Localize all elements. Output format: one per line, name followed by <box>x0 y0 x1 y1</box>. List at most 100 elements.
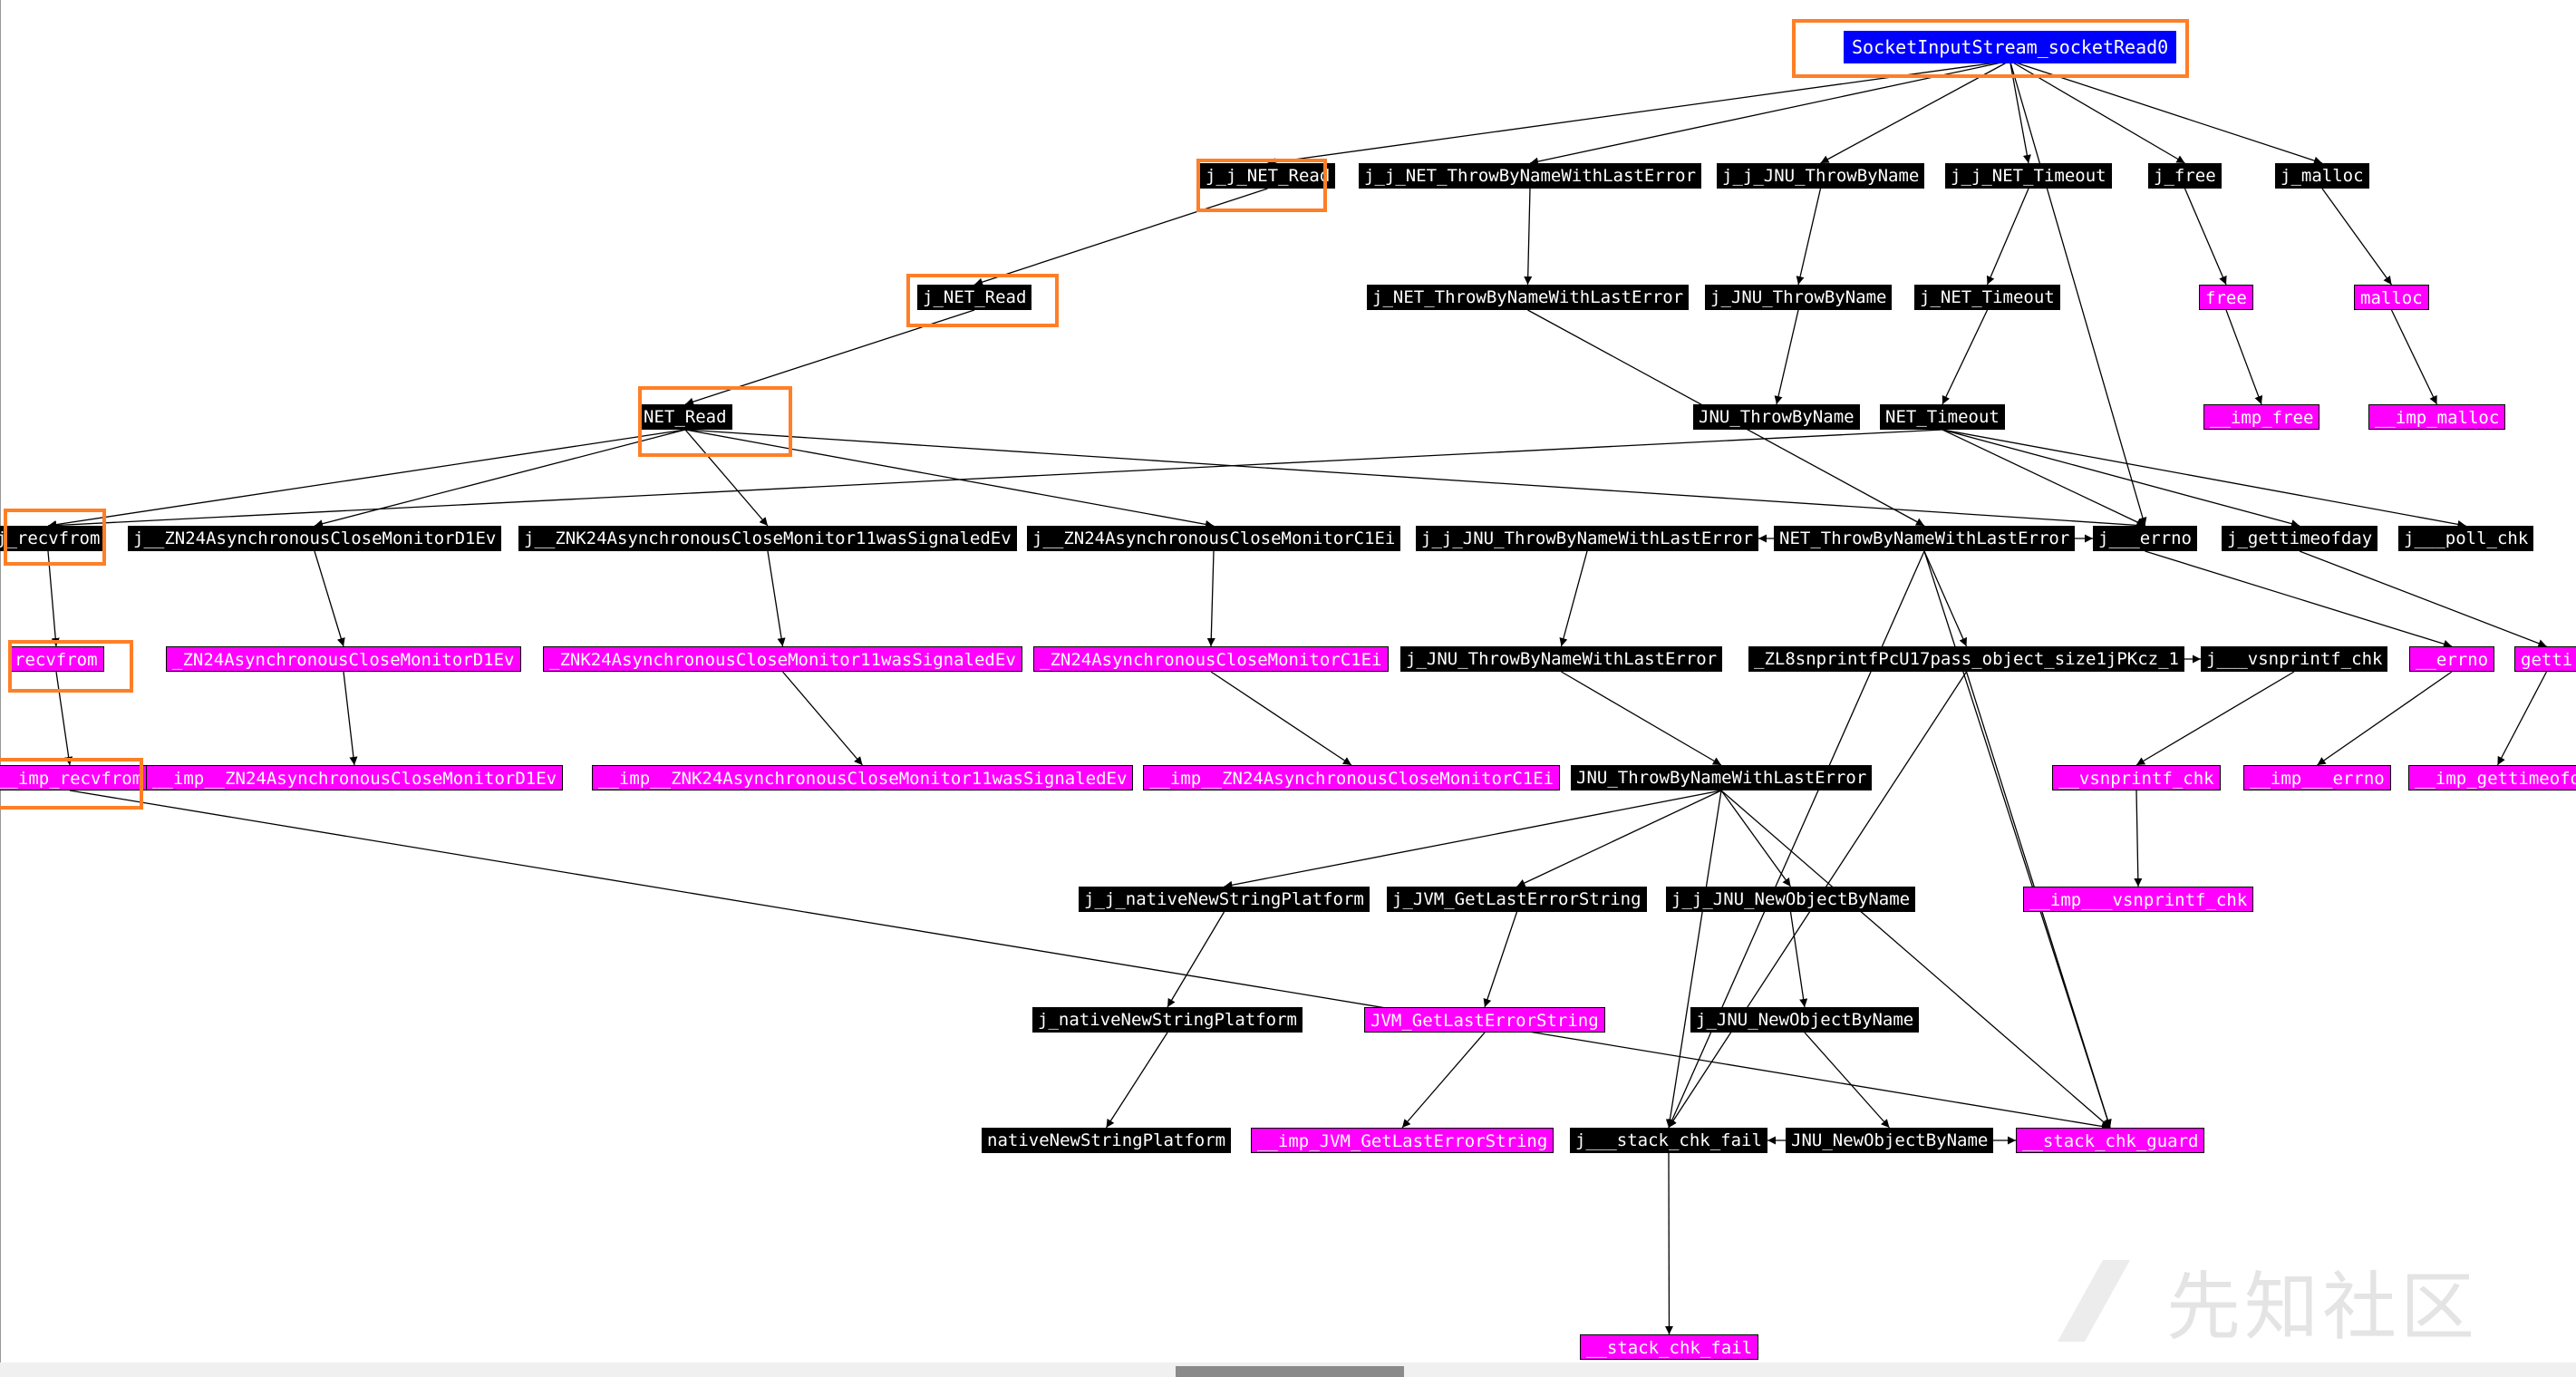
node-stack-chk-guard[interactable]: __stack_chk_guard <box>2016 1128 2205 1153</box>
edge-jD1-to-D1 <box>314 550 345 647</box>
node-vsnprintf-chk[interactable]: __vsnprintf_chk <box>2052 765 2221 790</box>
node-j-jnu-throwbyname[interactable]: j_JNU_ThrowByName <box>1705 285 1893 310</box>
edge-jNETRead-to-NETRead <box>684 309 975 406</box>
node-znk24asynchronousclosemonitor11wassignaledev[interactable]: _ZNK24AsynchronousCloseMonitor11wasSigna… <box>543 646 1022 672</box>
node-j-nativenewstringplatform[interactable]: j_nativeNewStringPlatform <box>1032 1007 1303 1033</box>
edge-root-to-jjJNUThrow <box>1820 60 2010 164</box>
edge-NETTimeout-to-jpoll <box>1942 429 2466 528</box>
edge-errno-to-imperrno <box>2317 671 2453 766</box>
node-errno[interactable]: __errno <box>2409 646 2495 672</box>
node-socketinputstream-socketread0[interactable]: SocketInputStream_socketRead0 <box>1843 31 2177 63</box>
node-imp-vsnprintf-chk[interactable]: __imp___vsnprintf_chk <box>2023 887 2254 912</box>
horizontal-scrollbar-thumb[interactable] <box>1176 1366 1404 1377</box>
edge-jerrno-to-errno <box>2145 550 2453 648</box>
edge-root-to-jjNETTimeout <box>2009 60 2031 164</box>
canvas-left-border <box>0 0 1 1377</box>
node-j-poll-chk[interactable]: j___poll_chk <box>2398 526 2534 551</box>
edge-root-to-jjNETThrowLast <box>1529 60 2010 166</box>
node-j-znk24asynchronousclosemonitor11wassignaledev[interactable]: j__ZNK24AsynchronousCloseMonitor11wasSig… <box>518 526 1017 551</box>
node-imp-znk24asynchronousclosemonitor11wassignaledev[interactable]: __imp__ZNK24AsynchronousCloseMonitor11wa… <box>592 765 1134 790</box>
edge-free-to-impfree <box>2225 309 2263 405</box>
edge-jvsn-to-vsn <box>2135 671 2295 766</box>
node-j-net-throwbynamewithlasterror[interactable]: j_NET_ThrowByNameWithLastError <box>1367 285 1690 310</box>
node-j-vsnprintf-chk[interactable]: j___vsnprintf_chk <box>2201 646 2388 672</box>
node-j-j-net-throwbynamewithlasterror[interactable]: j_j_NET_ThrowByNameWithLastError <box>1359 163 1702 189</box>
edge-JNUThrowLast-to-guard <box>1720 790 2111 1129</box>
node-j-zn24asynchronousclosemonitord1ev[interactable]: j__ZN24AsynchronousCloseMonitorD1Ev <box>128 526 502 551</box>
edge-vsn-to-impvsn <box>2134 790 2143 887</box>
node-net-read[interactable]: NET_Read <box>638 404 732 430</box>
edge-jnative-to-native <box>1105 1032 1168 1129</box>
edge-malloc-to-impmalloc <box>2390 309 2438 405</box>
node-gettimeofday[interactable]: getti <box>2514 646 2576 672</box>
node-j-free[interactable]: j_free <box>2148 163 2222 189</box>
node-j-j-net-timeout[interactable]: j_j_NET_Timeout <box>1945 163 2112 189</box>
edge-getti-to-impgettime <box>2496 671 2548 766</box>
edge-jjJNUThrowLast-to-jJNUThrowLast <box>1559 550 1588 647</box>
edge-NETRead-to-jWas <box>684 429 769 527</box>
edge-jstack-to-stackfail <box>1664 1152 1674 1335</box>
node-imp-malloc[interactable]: __imp_malloc <box>2368 404 2506 430</box>
node-imp-gettimeofday[interactable]: __imp_gettimeofd <box>2408 765 2576 790</box>
node-j-stack-chk-fail[interactable]: j___stack_chk_fail <box>1570 1128 1767 1153</box>
node-j-j-jnu-throwbynamewithlasterror[interactable]: j_j_JNU_ThrowByNameWithLastError <box>1416 526 1759 551</box>
edge-JVMGet-to-impJVMGet <box>1401 1032 1486 1129</box>
node-net-timeout[interactable]: NET_Timeout <box>1880 404 2005 430</box>
node-jvm-getlasterrorstring[interactable]: JVM_GetLastErrorString <box>1364 1007 1605 1033</box>
edge-root-to-jjNETRead <box>1267 60 2010 167</box>
edge-jjNETRead-to-jNETRead <box>973 188 1268 286</box>
node-zn24asynchronousclosemonitord1ev[interactable]: _ZN24AsynchronousCloseMonitorD1Ev <box>166 646 521 672</box>
edge-NETTimeout-to-jgettime <box>1942 429 2300 528</box>
edge-NETRead-to-jC1 <box>684 429 1215 528</box>
node-j-recvfrom[interactable]: j_recvfrom <box>0 526 106 551</box>
node-j-jvm-getlasterrorstring[interactable]: j_JVM_GetLastErrorString <box>1387 887 1647 912</box>
node-j-jnu-throwbynamewithlasterror[interactable]: j_JNU_ThrowByNameWithLastError <box>1400 646 1723 672</box>
edge-jJNUThrowLast-to-JNUThrowLast <box>1561 671 1722 766</box>
node-net-throwbynamewithlasterror[interactable]: NET_ThrowByNameWithLastError <box>1774 526 2076 551</box>
watermark-text: 先知社区 <box>2166 1265 2479 1351</box>
node-imp-errno[interactable]: __imp___errno <box>2243 765 2391 790</box>
node-j-j-jnu-throwbyname[interactable]: j_j_JNU_ThrowByName <box>1717 163 1925 189</box>
node-j-jnu-newobjectbyname[interactable]: j_JNU_NewObjectByName <box>1690 1007 1920 1033</box>
edge-JNUThrowLast-to-jjnative <box>1224 790 1722 889</box>
watermark-logo-icon <box>2058 1260 2130 1342</box>
node-jnu-newobjectbyname[interactable]: JNU_NewObjectByName <box>1786 1128 1994 1153</box>
edge-jC1-to-C1 <box>1206 550 1215 647</box>
edge-imprecvfrom-to-guard <box>69 790 2111 1131</box>
edge-jjJNUNew-to-jJNUNew <box>1789 911 1808 1008</box>
edge-NETThrowLast-to-guard <box>1923 550 2112 1129</box>
edge-NETThrowLast-to-ZL8 <box>1923 550 1968 647</box>
node-imp-zn24asynchronousclosemonitord1ev[interactable]: __imp__ZN24AsynchronousCloseMonitorD1Ev <box>146 765 564 790</box>
node-imp-recvfrom[interactable]: __imp_recvfrom <box>0 765 150 790</box>
node-j-gettimeofday[interactable]: j_gettimeofday <box>2222 526 2378 551</box>
node-j-j-jnu-newobjectbyname[interactable]: j_j_JNU_NewObjectByName <box>1666 887 1916 912</box>
edge-jJNUThrow-to-JNUThrow <box>1774 309 1799 405</box>
node-stack-chk-fail[interactable]: __stack_chk_fail <box>1580 1334 1759 1360</box>
node-zn24asynchronousclosemonitorc1ei[interactable]: _ZN24AsynchronousCloseMonitorC1Ei <box>1033 646 1389 672</box>
edge-D1-to-impD1 <box>343 671 358 766</box>
node-recvfrom[interactable]: recvfrom <box>8 646 104 672</box>
node-j-net-read[interactable]: j_NET_Read <box>917 285 1032 310</box>
node-j-net-timeout[interactable]: j_NET_Timeout <box>1914 285 2060 310</box>
node-imp-zn24asynchronousclosemonitorc1ei[interactable]: __imp__ZN24AsynchronousCloseMonitorC1Ei <box>1143 765 1561 790</box>
edge-root-to-jmalloc <box>2009 60 2323 165</box>
node-jnu-throwbynamewithlasterror[interactable]: JNU_ThrowByNameWithLastError <box>1571 765 1873 790</box>
edge-jfree-to-free <box>2184 188 2227 286</box>
node-nativenewstringplatform[interactable]: nativeNewStringPlatform <box>982 1128 1232 1153</box>
node-malloc[interactable]: malloc <box>2354 285 2429 310</box>
edge-NETRead-to-jrecvfrom <box>47 429 686 529</box>
edge-jjnative-to-jnative <box>1167 911 1225 1008</box>
node-jnu-throwbyname[interactable]: JNU_ThrowByName <box>1693 404 1860 430</box>
node-j-malloc[interactable]: j_malloc <box>2275 163 2369 189</box>
edge-jgettime-to-getti <box>2299 550 2547 647</box>
node-free[interactable]: free <box>2199 285 2253 310</box>
node-zl8snprintf[interactable]: _ZL8snprintfPcU17pass_object_size1jPKcz_… <box>1748 646 2184 672</box>
node-imp-free[interactable]: __imp_free <box>2203 404 2320 430</box>
edge-NETThrowLast-to-jstack <box>1668 550 1925 1129</box>
node-j-j-net-read[interactable]: j_j_NET_Read <box>1200 163 1336 189</box>
node-j-errno[interactable]: j___errno <box>2093 526 2197 551</box>
node-j-j-nativenewstringplatform[interactable]: j_j_nativeNewStringPlatform <box>1079 887 1370 912</box>
node-j-zn24asynchronousclosemonitorc1ei[interactable]: j__ZN24AsynchronousCloseMonitorC1Ei <box>1027 526 1401 551</box>
node-imp-jvm-getlasterrorstring[interactable]: __imp_JVM_GetLastErrorString <box>1251 1128 1554 1153</box>
edge-NETRead-to-jerrno <box>684 429 2145 529</box>
